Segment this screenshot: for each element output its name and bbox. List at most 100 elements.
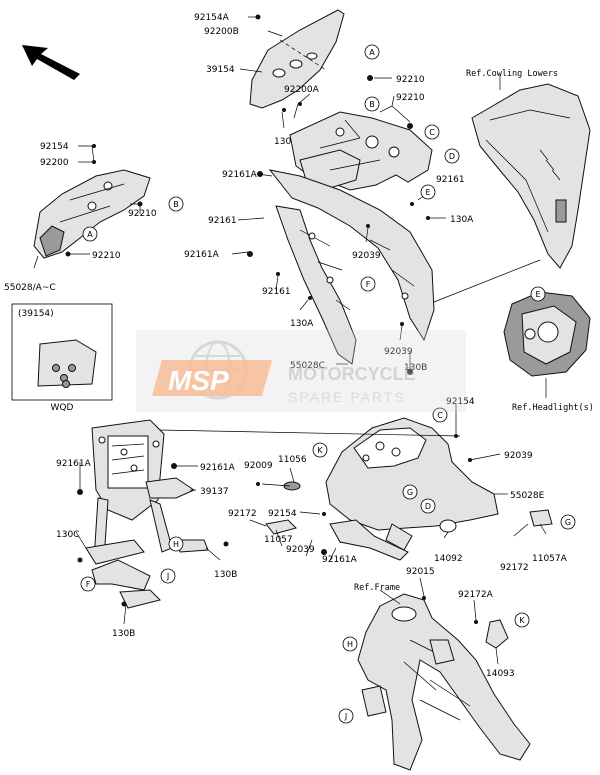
callout-c-1: C xyxy=(424,124,440,140)
label-92210-left: 92210 xyxy=(128,209,157,219)
arrow-up-left-icon xyxy=(22,45,80,80)
label-92161-c: 92161 xyxy=(436,175,465,185)
upper-cowling xyxy=(289,111,433,191)
cowling-lower xyxy=(471,83,591,269)
inset-caption: WQD xyxy=(51,403,74,413)
leader-lines xyxy=(33,16,547,665)
watermark-logo: MSP xyxy=(168,365,229,396)
callout-d-2: D xyxy=(420,498,436,514)
label-92039-c: 92039 xyxy=(504,451,533,461)
callout-e-1: E xyxy=(420,184,436,200)
callout-f-2: F xyxy=(80,576,96,592)
fasteners xyxy=(65,14,478,624)
svg-text:C: C xyxy=(429,128,435,137)
callout-b-2: B xyxy=(168,196,184,212)
callout-g-1: G xyxy=(402,484,418,500)
label-130C: 130C xyxy=(56,530,79,540)
label-92161A-e: 92161A xyxy=(322,555,358,565)
label-92161A-c: 92161A xyxy=(56,459,92,469)
label-92039-b: 92039 xyxy=(384,347,413,357)
svg-text:D: D xyxy=(425,502,431,511)
inset-windshield-wqd xyxy=(11,303,113,401)
label-130B-c: 130B xyxy=(112,629,135,639)
label-92161A-a: 92161A xyxy=(222,170,258,180)
label-92154-m: 92154 xyxy=(268,509,297,519)
label-92210-left2: 92210 xyxy=(92,251,121,261)
svg-text:E: E xyxy=(425,188,430,197)
label-92154A: 92154A xyxy=(194,13,230,23)
ref-headlight: Ref.Headlight(s) xyxy=(512,403,594,413)
label-11056: 11056 xyxy=(278,455,307,465)
frame xyxy=(357,593,531,771)
label-39137: 39137 xyxy=(200,487,229,497)
svg-text:E: E xyxy=(535,290,540,299)
globe-icon xyxy=(188,340,248,400)
label-92154-r: 92154 xyxy=(446,397,475,407)
watermark-line1: MOTORCYCLE xyxy=(288,364,416,384)
side-cover-left xyxy=(33,169,151,259)
meter-stay xyxy=(85,419,209,609)
label-55028E: 55028E xyxy=(510,491,545,501)
label-55028AC: 55028/A~C xyxy=(4,283,56,293)
callout-f-1: F xyxy=(360,276,376,292)
svg-text:A: A xyxy=(87,230,93,239)
label-92172A: 92172A xyxy=(458,590,494,600)
callout-e-2: E xyxy=(530,286,546,302)
callout-g-2: G xyxy=(560,514,576,530)
windshield xyxy=(249,9,345,109)
svg-text:G: G xyxy=(407,488,413,497)
label-92015: 92015 xyxy=(406,567,435,577)
callout-a-2: A xyxy=(82,226,98,242)
callout-k-2: K xyxy=(514,612,530,628)
label-11057A: 11057A xyxy=(532,554,568,564)
label-130B-a: 130B xyxy=(404,363,427,373)
label-92172-a: 92172 xyxy=(228,509,257,519)
inner-cover xyxy=(268,169,435,365)
svg-text:K: K xyxy=(317,446,323,455)
label-92200B: 92200B xyxy=(204,27,239,37)
inner-panel xyxy=(325,417,499,561)
svg-text:B: B xyxy=(173,200,179,209)
label-92009: 92009 xyxy=(244,461,273,471)
inset-title: (39154) xyxy=(18,309,54,319)
label-55028C: 55028C xyxy=(290,361,325,371)
svg-text:B: B xyxy=(369,100,375,109)
label-130-top: 130 xyxy=(274,137,291,147)
watermark: MSP MOTORCYCLE SPARE PARTS xyxy=(136,330,466,412)
label-11057: 11057 xyxy=(264,535,293,545)
callout-k-1: K xyxy=(312,442,328,458)
part-number-labels: 92154A 92200B 39154 92200A 92210 92210 1… xyxy=(4,13,568,679)
label-14092: 14092 xyxy=(434,554,463,564)
svg-text:H: H xyxy=(347,640,353,649)
label-92200A: 92200A xyxy=(284,85,320,95)
svg-text:J: J xyxy=(344,712,347,721)
svg-text:G: G xyxy=(565,518,571,527)
label-130B-b: 130B xyxy=(214,570,237,580)
callout-a-1: A xyxy=(364,44,380,60)
label-92161-b: 92161 xyxy=(262,287,291,297)
ref-frame: Ref.Frame xyxy=(354,583,400,593)
callout-c-2: C xyxy=(432,407,448,423)
svg-text:C: C xyxy=(437,411,443,420)
label-92039-d: 92039 xyxy=(286,545,315,555)
small-clips xyxy=(265,481,553,649)
svg-text:D: D xyxy=(449,152,455,161)
label-130A-b: 130A xyxy=(450,215,474,225)
callout-j-1: J xyxy=(160,568,176,584)
callout-d-1: D xyxy=(444,148,460,164)
label-130A-a: 130A xyxy=(290,319,314,329)
reference-labels: Ref.Cowling Lowers Ref.Headlight(s) Ref.… xyxy=(354,69,594,593)
label-92210-top: 92210 xyxy=(396,75,425,85)
callout-h-1: H xyxy=(168,536,184,552)
svg-text:H: H xyxy=(173,540,179,549)
watermark-line2: SPARE PARTS xyxy=(288,389,406,405)
svg-text:A: A xyxy=(369,48,375,57)
label-92161A-b: 92161A xyxy=(184,250,220,260)
svg-text:F: F xyxy=(366,280,371,289)
callout-j-2: J xyxy=(338,708,354,724)
svg-text:J: J xyxy=(166,572,169,581)
ref-cowling-lowers: Ref.Cowling Lowers xyxy=(466,69,558,79)
label-92161A-d: 92161A xyxy=(200,463,236,473)
label-92210-b: 92210 xyxy=(396,93,425,103)
